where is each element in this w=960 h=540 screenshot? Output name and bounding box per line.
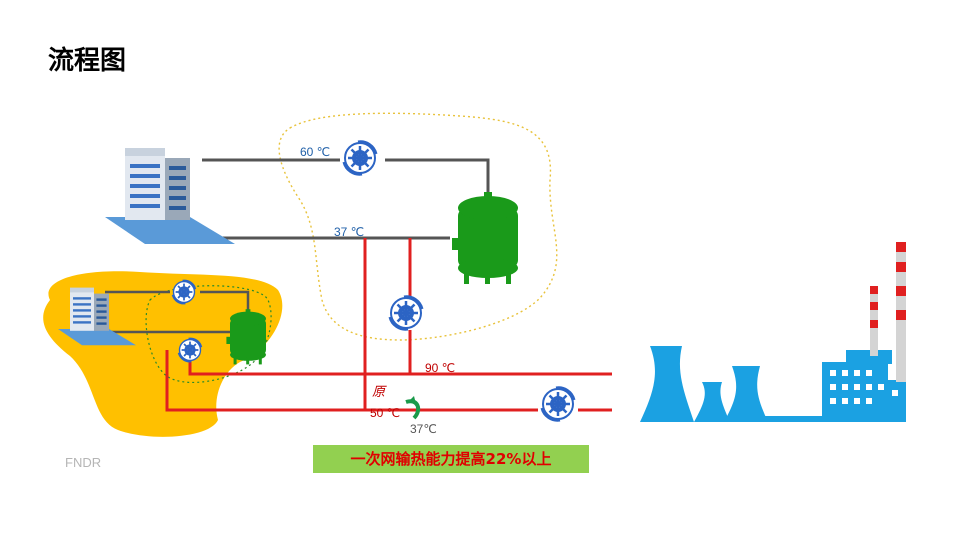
benefit-banner: 一次网输热能力提高22%以上 xyxy=(313,445,589,473)
small-loop-pipes xyxy=(105,290,250,334)
storage-tank-icon xyxy=(226,309,266,365)
temp-label-60: 60 ℃ xyxy=(300,145,330,159)
power-plant-icon xyxy=(640,242,906,422)
watermark: FNDR xyxy=(65,455,102,470)
temp-label-37-bottom: 37℃ xyxy=(410,422,437,436)
pump-icon xyxy=(342,140,378,176)
pump-icon xyxy=(177,337,203,363)
temp-label-50: 50 ℃ xyxy=(370,406,400,420)
pump-icon xyxy=(388,295,424,331)
primary-dotted-segments xyxy=(240,372,308,412)
pump-icon xyxy=(540,386,576,422)
pump-icon xyxy=(171,279,197,305)
primary-network-pipes xyxy=(165,238,612,412)
temp-label-90: 90 ℃ xyxy=(425,361,455,375)
small-station-boundary xyxy=(145,285,272,384)
return-arrow-head xyxy=(408,396,416,404)
page-title: 流程图 xyxy=(48,46,127,76)
temp-label-37-top: 37 ℃ xyxy=(334,225,364,239)
building-icon xyxy=(105,148,235,244)
storage-tank-icon xyxy=(452,192,518,284)
handwritten-mark: 原 xyxy=(372,385,387,400)
